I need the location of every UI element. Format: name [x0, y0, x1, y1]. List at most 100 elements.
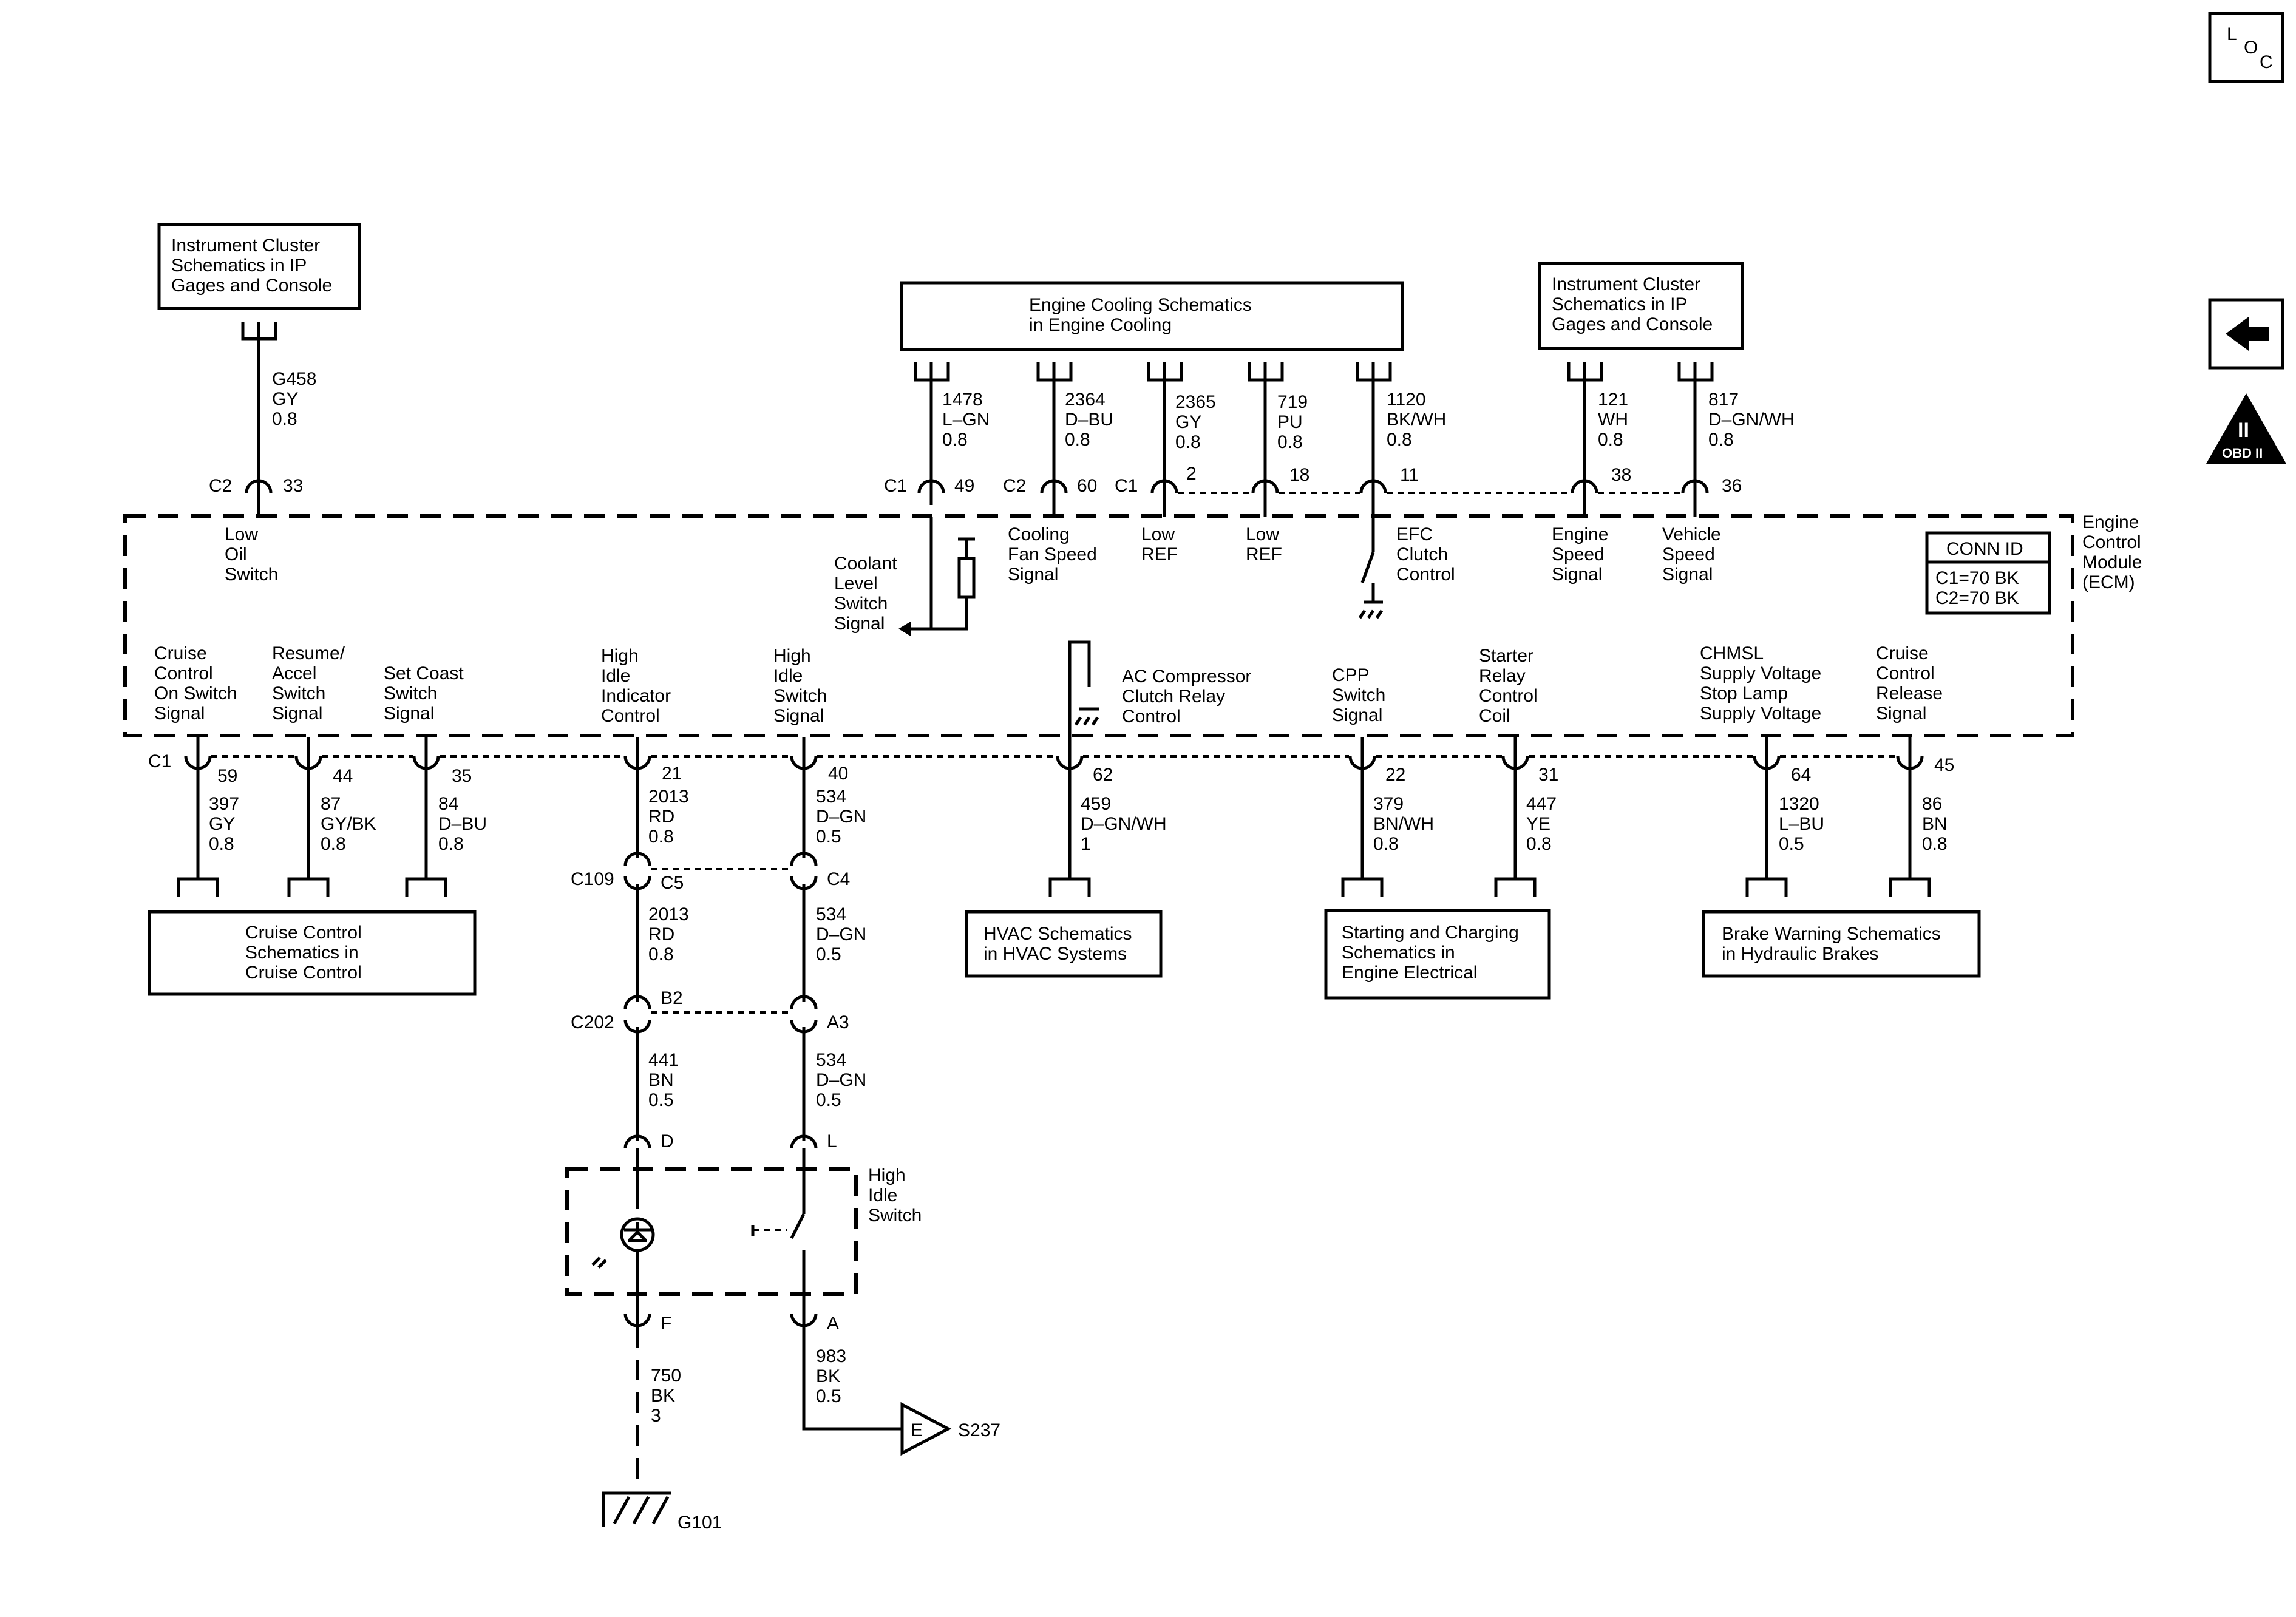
arrow-icon: [898, 622, 911, 636]
pin-number: 11: [1400, 465, 1419, 485]
bottom-pin-labels: C1 59 44 35 21 40 62 22 31 64 45: [148, 751, 1954, 786]
component-label: Switch: [868, 1205, 922, 1225]
bottom-wire-labels: 397 GY 0.8 87 GY/BK 0.8 84 D–BU 0.8 2013…: [209, 787, 1948, 1426]
function-label: Clutch Relay: [1122, 686, 1225, 707]
wire-label: 0.8: [272, 409, 297, 429]
wire-label: GY/BK: [321, 814, 376, 834]
ecm-label: Module: [2082, 552, 2142, 572]
wire-label: 0.8: [1598, 430, 1623, 450]
pin-label: D: [661, 1131, 674, 1151]
function-label: Signal: [384, 703, 434, 724]
function-label: AC Compressor: [1122, 666, 1251, 686]
function-label: Signal: [773, 706, 824, 726]
light-rays-icon: [591, 1256, 607, 1269]
ref-box-instrument-cluster-left[interactable]: Instrument Cluster Schematics in IP Gage…: [157, 223, 361, 310]
function-label: Switch: [225, 564, 278, 585]
function-label: Starter: [1479, 646, 1533, 666]
function-label: On Switch: [154, 683, 237, 703]
function-label: High: [601, 646, 639, 666]
wire-label: 0.8: [1708, 430, 1734, 450]
pin-number: 35: [452, 766, 472, 786]
ecm-label: (ECM): [2082, 572, 2135, 592]
pin-number: 44: [333, 766, 353, 786]
function-label: Switch: [384, 683, 437, 703]
ref-text: Schematics in: [245, 943, 359, 963]
wire-label: BN/WH: [1373, 814, 1434, 834]
connector-label: C4: [827, 869, 850, 889]
ref-text: Schematics in: [1342, 943, 1455, 963]
loc-letter: C: [2260, 52, 2273, 72]
wire-label: 983: [816, 1346, 846, 1366]
loc-icon[interactable]: L O C: [2208, 12, 2284, 83]
arrow-left-icon[interactable]: [2208, 298, 2284, 370]
ref-text: Engine Electrical: [1342, 963, 1477, 983]
function-label: Signal: [1662, 564, 1713, 585]
wire-label: 86: [1922, 794, 1942, 814]
top-wiring: [241, 322, 1714, 517]
wire-label: 2013: [648, 904, 689, 924]
pin-number: 45: [1934, 755, 1954, 775]
conn-id-line: C2=70 BK: [1935, 588, 2019, 608]
wire-label: 0.8: [1175, 432, 1201, 452]
function-label: Level: [834, 574, 878, 594]
function-label: Cruise: [1876, 643, 1929, 663]
ground-label[interactable]: G101: [678, 1513, 722, 1533]
bottom-wiring: [177, 737, 1931, 1527]
ref-text: Starting and Charging: [1342, 923, 1519, 943]
wire-label: GY: [209, 814, 235, 834]
ref-text: in Engine Cooling: [1029, 315, 1172, 335]
ref-box-cruise-control[interactable]: Cruise Control Schematics in Cruise Cont…: [148, 910, 477, 996]
function-label: Signal: [1552, 564, 1602, 585]
conn-id-box: CONN ID C1=70 BK C2=70 BK: [1925, 531, 2051, 615]
ref-text: Brake Warning Schematics: [1722, 924, 1941, 944]
wire-label: 0.5: [1779, 834, 1804, 854]
wire-label: 447: [1526, 794, 1557, 814]
function-label: Relay: [1479, 666, 1526, 686]
wire-label: 750: [651, 1366, 681, 1386]
function-label: Oil: [225, 544, 247, 564]
ref-text: Instrument Cluster: [1552, 274, 1700, 294]
pin-label: F: [661, 1314, 671, 1334]
obd-ii-icon[interactable]: II OBD II: [2206, 393, 2286, 464]
function-label: Cruise: [154, 643, 207, 663]
wire-label: 0.5: [816, 1090, 841, 1110]
function-label: EFC: [1396, 524, 1433, 544]
ref-box-engine-cooling[interactable]: Engine Cooling Schematics in Engine Cool…: [900, 281, 1404, 351]
wire-label: 0.5: [816, 1386, 841, 1406]
connector-label: C1: [148, 751, 171, 771]
wire-label: 2365: [1175, 392, 1216, 412]
function-label: Signal: [1876, 703, 1926, 724]
ref-text: Engine Cooling Schematics: [1029, 295, 1252, 315]
wire-label: 0.5: [816, 827, 841, 847]
function-label: Control: [1396, 564, 1455, 585]
pin-number: 49: [954, 476, 974, 496]
ref-text: Gages and Console: [171, 276, 332, 296]
ecm-bottom-function-labels: Cruise Control On Switch Signal Resume/ …: [154, 643, 1943, 727]
function-label: Low: [1141, 524, 1175, 544]
wire-label: 0.8: [209, 834, 234, 854]
function-label: Signal: [272, 703, 322, 724]
wire-label: 379: [1373, 794, 1404, 814]
loc-letter: O: [2244, 38, 2258, 58]
ref-box-brake-warning[interactable]: Brake Warning Schematics in Hydraulic Br…: [1702, 910, 1981, 978]
inline-connector-labels: C109 C5 C4 C202 B2 A3 D L F A High Idle …: [571, 869, 1000, 1533]
wire-label: 534: [816, 787, 846, 807]
ground-icon: [1358, 600, 1384, 619]
function-label: Set Coast: [384, 663, 464, 683]
ref-text: Schematics in IP: [171, 256, 307, 276]
wire-label: 441: [648, 1050, 679, 1070]
ref-box-hvac[interactable]: HVAC Schematics in HVAC Systems: [965, 910, 1163, 978]
splice-label[interactable]: S237: [958, 1420, 1000, 1440]
connector-label: B2: [661, 988, 683, 1008]
pin-label: L: [827, 1131, 837, 1151]
wire-label: 0.8: [1277, 432, 1303, 452]
ref-box-starting-charging[interactable]: Starting and Charging Schematics in Engi…: [1324, 909, 1551, 1000]
ref-box-instrument-cluster-right[interactable]: Instrument Cluster Schematics in IP Gage…: [1538, 262, 1744, 350]
wire-label: 0.5: [816, 944, 841, 964]
wire-label: 87: [321, 794, 341, 814]
function-label: Control: [1876, 663, 1935, 683]
function-label: Signal: [1008, 564, 1058, 585]
pin-number: 22: [1385, 765, 1405, 785]
wire-label: 1120: [1387, 390, 1426, 410]
